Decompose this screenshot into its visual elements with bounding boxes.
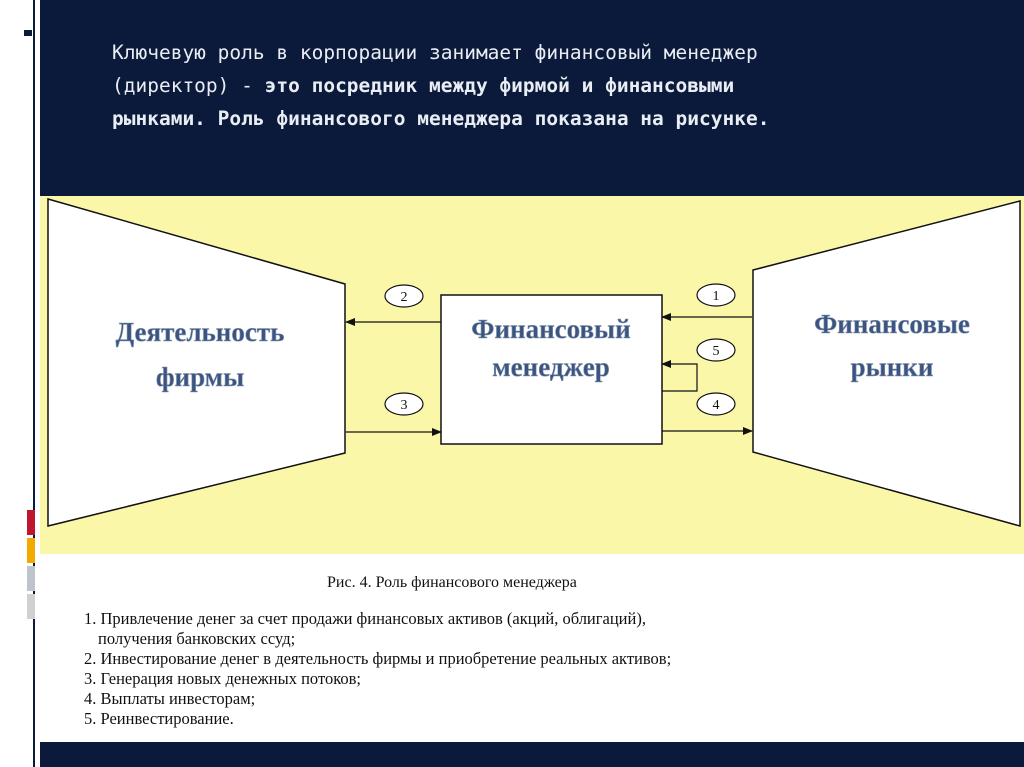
figure-caption: Рис. 4. Роль финансового менеджера [327,574,577,591]
header-line-2-prefix: (директор) - [112,74,265,97]
financial-manager-label-line2: менеджер [492,352,609,382]
strip-mark-red [27,510,35,535]
financial-markets-label-line2: рынки [851,352,934,382]
flow-badge-4: 4 [696,392,736,416]
firm-activity-label-line2: фирмы [156,362,244,392]
flow-badge-2: 2 [384,284,424,308]
legend-item-2: 2. Инвестирование денег в деятельность ф… [84,649,672,668]
legend-item-1: 1. Привлечение денег за счет продажи фин… [84,609,646,628]
flow-badge-4-label: 4 [713,398,720,413]
flow-badge-5: 5 [696,338,736,362]
flow-diagram: 2 3 1 5 4 Деятельность фирмы Финансовый … [47,198,1021,527]
firm-activity-block [47,198,346,527]
header-line-2: (директор) - это посредник между фирмой … [112,69,982,102]
flow-badge-1-label: 1 [713,289,720,304]
financial-manager-block [440,294,663,445]
flow-badge-3: 3 [384,392,424,416]
strip-mark-gray-light [27,594,35,619]
strip-line [33,0,35,767]
financial-markets-block [752,200,1021,527]
strip-mark-orange [27,538,35,563]
flow-badge-1: 1 [696,283,736,307]
financial-markets-label-line1: Финансовые [814,309,970,339]
strip-bar [24,30,32,36]
financial-manager-label-line1: Финансовый [471,314,630,344]
figure-legend: 1. Привлечение денег за счет продажи фин… [84,609,984,729]
header-line-1: Ключевую роль в корпорации занимает фина… [112,41,758,64]
slide-header: Ключевую роль в корпорации занимает фина… [40,0,1024,196]
left-decor-strip [0,0,40,767]
header-line-2-bold: это посредник между фирмой и финансовыми [264,74,735,97]
legend-item-5: 5. Реинвестирование. [84,709,234,728]
strip-mark-gray [27,566,35,591]
flow-badge-3-label: 3 [401,398,408,413]
flow-badge-5-label: 5 [713,344,720,359]
slide-footer-band [40,742,1024,767]
legend-item-4: 4. Выплаты инвесторам; [84,689,256,708]
legend-item-1-cont: получения банковских ссуд; [98,629,296,648]
arrow-5-loop [661,360,698,392]
flow-badge-2-label: 2 [401,290,408,305]
firm-activity-label-line1: Деятельность [116,317,285,347]
diagram-area: 2 3 1 5 4 Деятельность фирмы Финансовый … [40,196,1024,554]
legend-item-3: 3. Генерация новых денежных потоков; [84,669,362,688]
figure-caption-area: Рис. 4. Роль финансового менеджера 1. Пр… [40,554,1024,742]
header-line-3: рынками. Роль финансового менеджера пока… [112,107,770,130]
header-text: Ключевую роль в корпорации занимает фина… [112,36,982,135]
